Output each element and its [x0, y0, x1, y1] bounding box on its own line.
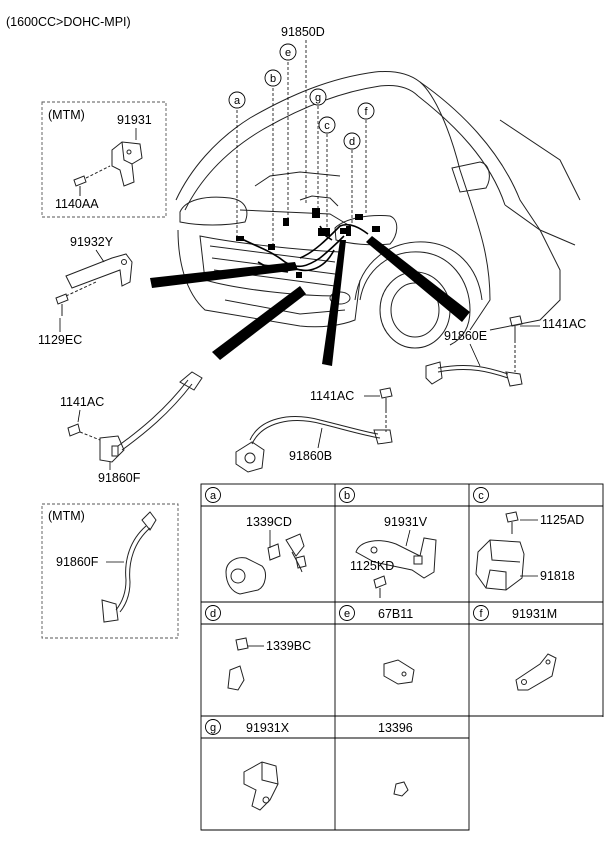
mtm-box-2-title: (MTM) [48, 509, 85, 523]
cell-d: 1339BC [227, 637, 311, 691]
main-harness-label: 91850D [281, 25, 325, 39]
bolt-1125ad-label: 1125AD [540, 513, 584, 527]
cable-91860b-part [235, 416, 393, 473]
svg-text:c: c [324, 120, 330, 132]
mtm-cable-91860f-label: 91860F [56, 555, 99, 569]
part-67b11-label: 67B11 [378, 607, 413, 621]
svg-text:f: f [479, 608, 483, 620]
callout-g: g [309, 88, 327, 106]
cable-91860b-group: 1141AC 91860B [235, 387, 393, 473]
bolt-1125kd-label: 1125KD [350, 559, 394, 573]
cable-91860e-part [425, 361, 523, 387]
cable-91860f-group: 1141AC 91860F [60, 371, 203, 485]
bolt-1125kd-part [373, 575, 387, 598]
cable-91860b-label: 91860B [289, 449, 332, 463]
svg-text:g: g [210, 722, 216, 734]
cable-91860e-label: 91860E [444, 329, 487, 343]
svg-text:c: c [478, 490, 484, 502]
callout-e: e [279, 43, 297, 61]
svg-text:e: e [285, 47, 291, 59]
mtm-cable-91860f-part [101, 511, 157, 623]
mtm-box-1-title: (MTM) [48, 108, 85, 122]
bolt-1129ec-label: 1129EC [38, 333, 82, 347]
cell-13396 [393, 781, 409, 797]
bracket-91932y-part [65, 253, 133, 289]
table-header-b: b [339, 487, 355, 503]
table-header-a: a [205, 487, 221, 503]
callout-c: c [318, 116, 336, 134]
table-header-f: f 91931M [473, 605, 557, 621]
cell-g [243, 761, 279, 811]
svg-text:a: a [210, 490, 217, 502]
bracket-91818-label: 91818 [540, 569, 575, 583]
mtm-box-2: (MTM) 91860F [41, 503, 179, 639]
svg-text:g: g [315, 92, 321, 104]
bolt-1141ac-right-label: 1141AC [542, 317, 586, 331]
table-empty-corner [469, 717, 604, 831]
svg-text:d: d [349, 136, 355, 148]
cable-91860e-group: 1141AC 91860E [425, 315, 586, 387]
bracket-91931m-part [515, 653, 557, 691]
bolt-1141ac-mid-part [379, 387, 393, 432]
bracket-91932y-group: 91932Y 1129EC [38, 235, 133, 347]
table-header-e: e 67B11 [339, 605, 413, 621]
nut-1339bc-part [227, 637, 249, 691]
harness-connectors [236, 208, 380, 278]
bolt-1141ac-left-part [67, 423, 101, 441]
svg-text:f: f [364, 106, 368, 118]
part-1339cd-label: 1339CD [246, 515, 292, 529]
cable-91860f-part [99, 371, 203, 463]
bracket-67b11-part [383, 659, 415, 685]
bracket-91931v-part [355, 537, 437, 579]
engine-spec-label: (1600CC>DOHC-MPI) [6, 15, 131, 29]
cell-b: 91931V 1125KD [350, 515, 437, 598]
callout-b: b [264, 69, 282, 87]
callout-d: d [343, 132, 361, 150]
callout-leader-lines [236, 40, 367, 244]
cell-f [515, 653, 557, 691]
bolt-1140aa-label: 1140AA [55, 197, 99, 211]
svg-text:b: b [270, 73, 276, 85]
bolt-1125ad-part [505, 511, 519, 534]
table-header-d: d [205, 605, 221, 621]
bracket-91931-label: 91931 [117, 113, 152, 127]
table-header-c: c [473, 487, 489, 503]
svg-text:d: d [210, 608, 216, 620]
leader-wedges [150, 236, 470, 366]
table-header-g: g 91931X [205, 719, 290, 735]
bolt-1140aa-part [73, 165, 111, 196]
nut-1339bc-label: 1339BC [266, 639, 311, 653]
cell-a: 1339CD [225, 515, 307, 595]
bolt-1129ec-part [55, 281, 97, 316]
part-91931x-label: 91931X [246, 721, 290, 735]
bracket-91931v-label: 91931V [384, 515, 428, 529]
bolt-1141ac-mid-label: 1141AC [310, 389, 354, 403]
bracket-91931-part [111, 141, 143, 187]
cable-91860f-label: 91860F [98, 471, 141, 485]
table-header-13396: 13396 [378, 721, 413, 735]
bolt-1141ac-right-part [509, 315, 523, 372]
bracket-91931x-part [243, 761, 279, 811]
cell-e [383, 659, 415, 685]
bracket-91932y-label: 91932Y [70, 235, 114, 249]
sensor-assembly-a [225, 533, 307, 595]
callout-circles: a b e g c d f [228, 43, 375, 150]
bolt-1141ac-left-label: 1141AC [60, 395, 104, 409]
svg-text:a: a [234, 95, 241, 107]
callout-f: f [357, 102, 375, 120]
svg-text:e: e [344, 608, 350, 620]
part-91931m-label: 91931M [512, 607, 557, 621]
svg-text:b: b [344, 490, 350, 502]
callout-a: a [228, 91, 246, 109]
part-13396-label: 13396 [378, 721, 413, 735]
cell-c: 1125AD 91818 [475, 511, 584, 591]
bracket-91818-part [475, 539, 525, 591]
mtm-box-1: (MTM) 91931 1140AA [41, 101, 167, 218]
clip-13396-part [393, 781, 409, 797]
